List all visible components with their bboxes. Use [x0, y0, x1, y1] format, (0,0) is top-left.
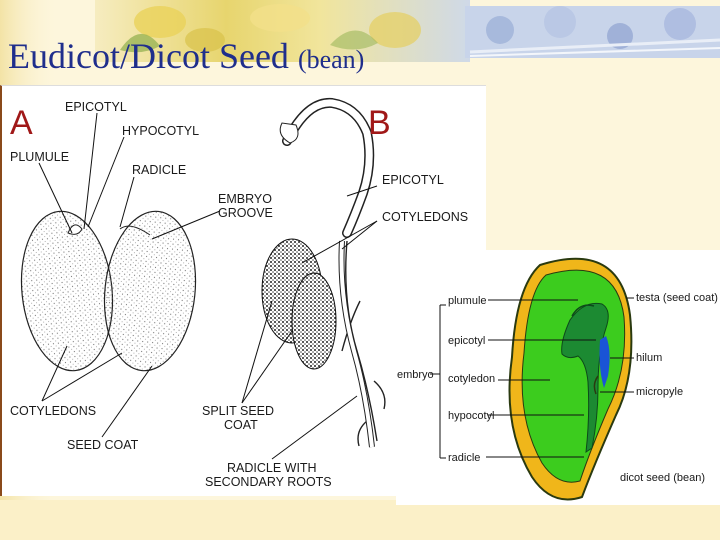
label-radicle-a: RADICLE [132, 163, 186, 177]
label-plumule-c: plumule [448, 295, 487, 307]
label-split-seed-coat-1: SPLIT SEED [202, 404, 274, 418]
label-embryo-groove-2: GROOVE [218, 206, 273, 220]
label-hypocotyl-c: hypocotyl [448, 410, 494, 422]
label-epicotyl-c: epicotyl [448, 335, 485, 347]
title-main: Eudicot/Dicot Seed [8, 36, 289, 76]
dicot-seed-cross-section: plumule epicotyl embryo cotyledon hypoco… [396, 250, 720, 505]
figure-caption: dicot seed (bean) [620, 472, 705, 484]
label-epicotyl-a: EPICOTYL [65, 100, 127, 114]
blue-flower-strip-image [465, 6, 720, 58]
label-embryo-groove-1: EMBRYO [218, 192, 272, 206]
label-epicotyl-b: EPICOTYL [382, 173, 444, 187]
label-cotyledons-a: COTYLEDONS [10, 404, 96, 418]
open-seed-cotyledons [14, 207, 203, 376]
germinating-seedling [262, 103, 385, 447]
label-embryo: embryo [397, 369, 434, 381]
label-hypocotyl: HYPOCOTYL [122, 124, 199, 138]
slide-title: Eudicot/Dicot Seed (bean) [8, 38, 364, 74]
label-plumule-a: PLUMULE [10, 150, 69, 164]
label-micropyle: micropyle [636, 386, 683, 398]
label-testa: testa (seed coat) [636, 292, 718, 304]
dicot-seed-colored-drawing: plumule epicotyl embryo cotyledon hypoco… [396, 250, 720, 505]
label-seed-coat: SEED COAT [67, 438, 139, 452]
label-cotyledon: cotyledon [448, 373, 495, 385]
panel-letter-b: B [368, 104, 391, 142]
label-split-seed-coat-2: COAT [224, 418, 258, 432]
title-sub: (bean) [298, 45, 364, 74]
label-radicle-secondary-1: RADICLE WITH [227, 461, 317, 475]
label-radicle-c: radicle [448, 452, 480, 464]
panel-letter-a: A [10, 104, 33, 142]
label-hilum: hilum [636, 352, 662, 364]
label-cotyledons-b: COTYLEDONS [382, 210, 468, 224]
label-radicle-secondary-2: SECONDARY ROOTS [205, 475, 332, 489]
